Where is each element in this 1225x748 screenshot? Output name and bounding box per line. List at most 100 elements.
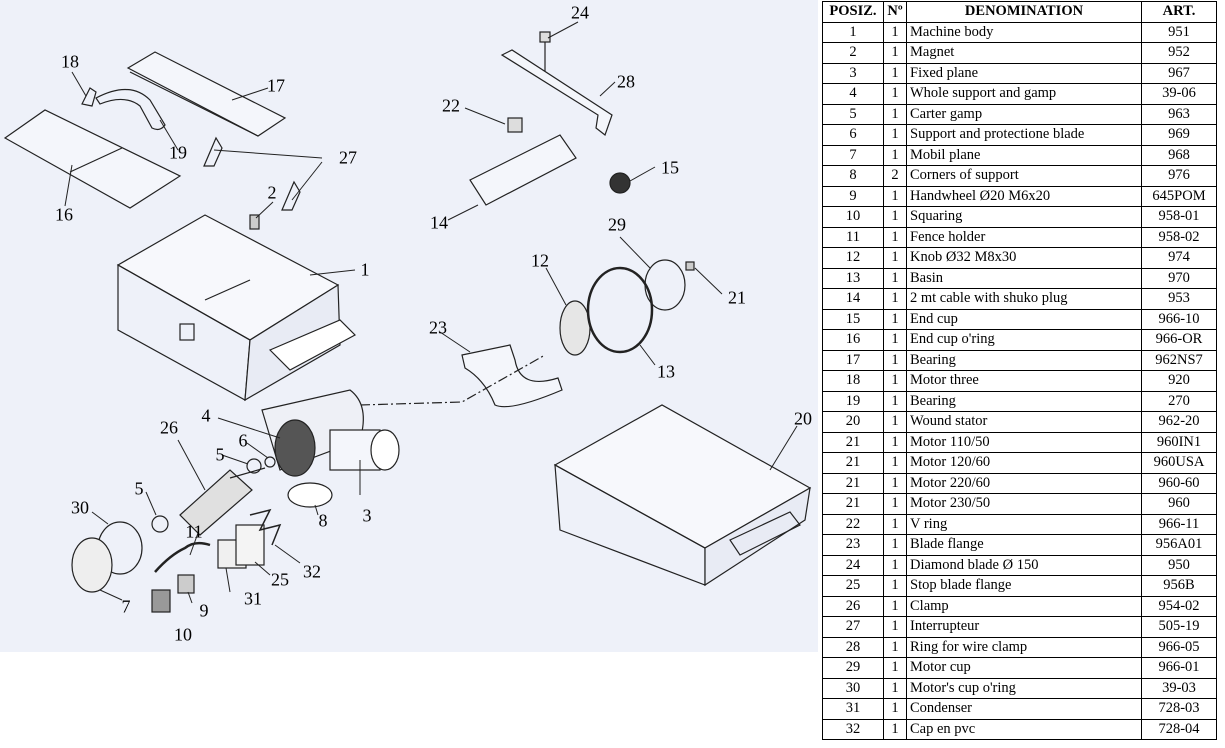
- leader-lines: [64, 21, 798, 604]
- cell-art: 39-03: [1141, 677, 1217, 699]
- cell-qty: 1: [883, 431, 907, 453]
- cell-qty: 1: [883, 636, 907, 658]
- part-11-cable: [154, 541, 211, 573]
- cell-art: 960-60: [1141, 472, 1217, 494]
- cell-qty: 1: [883, 472, 907, 494]
- cell-qty: 1: [883, 124, 907, 146]
- cell-pos: 14: [822, 288, 884, 310]
- cell-art: 960IN1: [1141, 431, 1217, 453]
- cell-qty: 1: [883, 370, 907, 392]
- cell-art: 952: [1141, 42, 1217, 64]
- col-header-pos: POSIZ.: [822, 1, 884, 23]
- cell-art: 728-03: [1141, 698, 1217, 720]
- cell-art: 966-11: [1141, 513, 1217, 535]
- cell-art: 958-02: [1141, 226, 1217, 248]
- cell-art: 969: [1141, 124, 1217, 146]
- cell-name: Motor cup: [906, 657, 1142, 679]
- part-14-fence-holder: [469, 134, 577, 206]
- cell-art: 956A01: [1141, 534, 1217, 556]
- part-9-switch: [177, 574, 195, 594]
- cell-pos: 25: [822, 575, 884, 597]
- col-header-art: ART.: [1141, 1, 1217, 23]
- cell-pos: 17: [822, 349, 884, 371]
- cell-name: Blade flange: [906, 534, 1142, 556]
- callout-32: 32: [303, 561, 321, 582]
- cell-qty: 1: [883, 390, 907, 412]
- cell-pos: 13: [822, 267, 884, 289]
- cell-qty: 1: [883, 103, 907, 125]
- cell-art: 953: [1141, 288, 1217, 310]
- cell-pos: 3: [822, 62, 884, 84]
- cell-pos: 21: [822, 493, 884, 515]
- cell-qty: 1: [883, 513, 907, 535]
- cell-qty: 1: [883, 206, 907, 228]
- cell-qty: 1: [883, 62, 907, 84]
- callout-23: 23: [429, 317, 447, 338]
- callout-29: 29: [608, 214, 626, 235]
- callout-7: 7: [121, 596, 131, 617]
- cell-art: 960USA: [1141, 452, 1217, 474]
- cell-pos: 22: [822, 513, 884, 535]
- part-13-blade: [586, 266, 654, 354]
- cell-art: 728-04: [1141, 718, 1217, 740]
- callout-8: 8: [318, 510, 328, 531]
- part-17-cover: [126, 51, 287, 137]
- cell-pos: 21: [822, 431, 884, 453]
- cell-pos: 30: [822, 677, 884, 699]
- cell-art: 966-01: [1141, 657, 1217, 679]
- cell-name: Mobil plane: [906, 144, 1142, 166]
- cell-name: Machine body: [906, 21, 1142, 43]
- cell-qty: 1: [883, 308, 907, 330]
- cell-qty: 1: [883, 144, 907, 166]
- cell-qty: 1: [883, 185, 907, 207]
- callout-11: 11: [185, 521, 203, 542]
- part-25-flange: [235, 524, 265, 566]
- cell-art: 954-02: [1141, 595, 1217, 617]
- callout-30: 30: [71, 497, 89, 518]
- axis-line: [359, 354, 546, 406]
- cell-pos: 15: [822, 308, 884, 330]
- cell-art: 958-01: [1141, 206, 1217, 228]
- cell-art: 950: [1141, 554, 1217, 576]
- callout-3: 3: [362, 505, 372, 526]
- cell-art: 960: [1141, 493, 1217, 515]
- cell-art: 966-OR: [1141, 329, 1217, 351]
- callout-5a: 5: [215, 444, 225, 465]
- part-28-fence: [500, 49, 613, 136]
- table-header-row: POSIZ. Nº DENOMINATION ART.: [822, 1, 1217, 23]
- part-23-guard: [461, 344, 563, 408]
- cell-qty: 1: [883, 493, 907, 515]
- callout-13: 13: [657, 361, 675, 382]
- cell-pos: 32: [822, 718, 884, 740]
- cell-name: Bearing: [906, 390, 1142, 412]
- cell-name: Motor three: [906, 370, 1142, 392]
- cell-name: End cup o'ring: [906, 329, 1142, 351]
- part-7-end-cup: [71, 537, 113, 593]
- part-2-magnet: [249, 214, 260, 230]
- cell-art: 645POM: [1141, 185, 1217, 207]
- cell-pos: 21: [822, 452, 884, 474]
- cell-qty: 1: [883, 698, 907, 720]
- cell-pos: 2: [822, 42, 884, 64]
- callout-28: 28: [617, 71, 635, 92]
- cell-qty: 1: [883, 349, 907, 371]
- cell-qty: 1: [883, 21, 907, 43]
- col-header-name: DENOMINATION: [906, 1, 1142, 23]
- part-6-bearing: [264, 456, 276, 468]
